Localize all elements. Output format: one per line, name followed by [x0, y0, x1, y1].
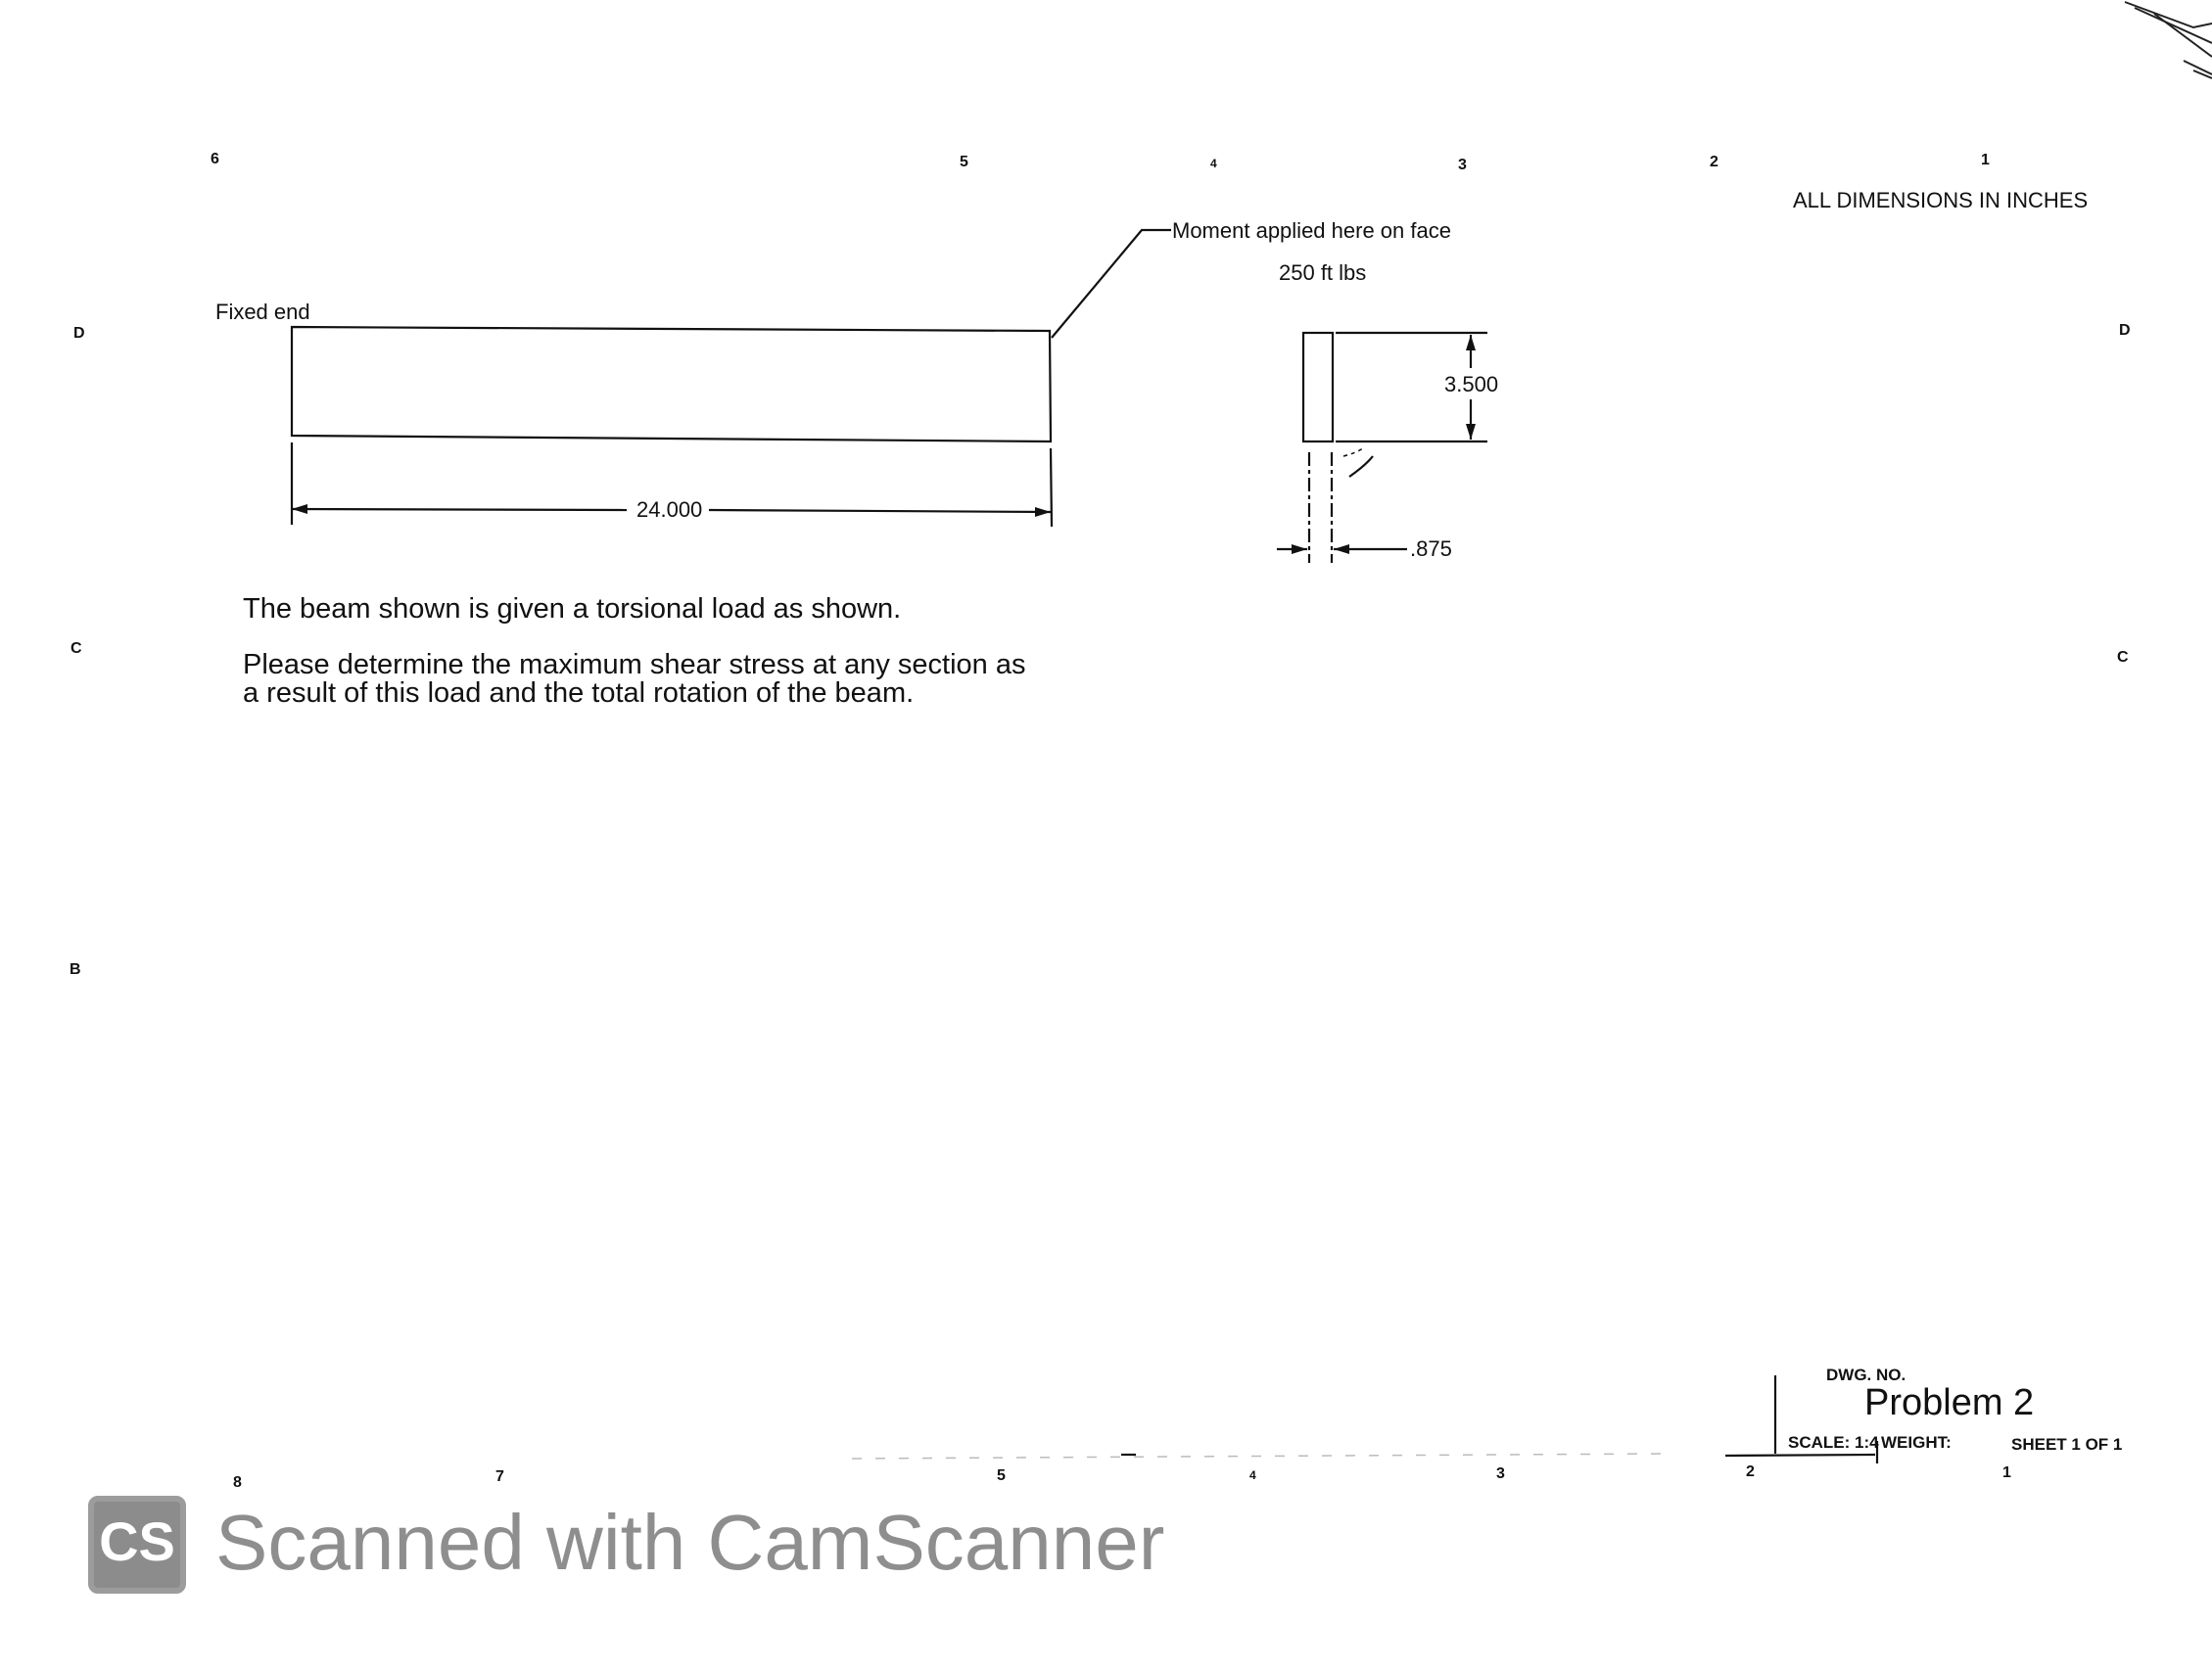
- zone-bottom-4: 4: [1249, 1468, 1256, 1482]
- zone-top-6: 6: [211, 151, 219, 167]
- corner-scribble: [2124, 1, 2212, 79]
- length-dim-line-right: [708, 508, 1052, 514]
- zone-right-d: D: [2119, 322, 2131, 339]
- zone-left-b: B: [70, 961, 81, 978]
- height-dimension: 3.500: [1444, 372, 1499, 396]
- weight-label: WEIGHT:: [1881, 1433, 1952, 1452]
- zone-top-1: 1: [1981, 152, 1990, 168]
- thickness-arrow-left: [1292, 544, 1307, 554]
- zone-right-c: C: [2117, 649, 2129, 666]
- rotation-arc-hint: [1342, 447, 1364, 457]
- zone-top-5: 5: [960, 154, 968, 170]
- zone-left-c: C: [71, 640, 82, 657]
- units-note: ALL DIMENSIONS IN INCHES: [1793, 188, 2089, 212]
- thickness-dimension: .875: [1410, 536, 1452, 561]
- zone-top-4: 4: [1210, 157, 1217, 170]
- title-block-bottom-line: [1724, 1453, 1876, 1458]
- note-line-2: Please determine the maximum shear stres…: [243, 649, 1026, 680]
- zone-bottom-8: 8: [233, 1474, 242, 1491]
- moment-label: Moment applied here on face: [1172, 218, 1451, 243]
- length-dimension: 24.000: [636, 497, 703, 522]
- zone-bottom-3: 3: [1496, 1465, 1505, 1482]
- note-line-1: The beam shown is given a torsional load…: [243, 593, 902, 625]
- length-arrow-right: [1035, 507, 1051, 517]
- moment-value: 250 ft lbs: [1279, 260, 1367, 285]
- note-line-3: a result of this load and the total rota…: [243, 677, 915, 709]
- length-arrow-left: [292, 504, 307, 514]
- length-extension-right: [1049, 447, 1054, 528]
- watermark-text: Scanned with CamScanner: [215, 1499, 1165, 1586]
- zone-left-d: D: [73, 325, 85, 342]
- beam-side-view: [290, 325, 1053, 443]
- length-dim-line-left: [291, 507, 628, 512]
- thickness-arrow-right: [1334, 544, 1349, 554]
- zone-bottom-7: 7: [495, 1468, 504, 1485]
- sheet-label: SHEET 1 OF 1: [2011, 1435, 2123, 1454]
- scan-border-trace: [851, 1453, 1666, 1460]
- dwg-no: Problem 2: [1864, 1382, 2035, 1423]
- scale-label: SCALE: 1:4: [1788, 1433, 1879, 1452]
- moment-leader: [1051, 228, 1171, 339]
- zone-top-2: 2: [1710, 154, 1718, 170]
- height-arrow-top: [1466, 335, 1476, 350]
- zone-bottom-2: 2: [1746, 1463, 1755, 1480]
- dwg-no-label: DWG. NO.: [1826, 1366, 1906, 1384]
- zone-top-3: 3: [1458, 157, 1467, 173]
- camscanner-logo-text: CS: [99, 1510, 175, 1572]
- zone-bottom-1: 1: [2002, 1464, 2011, 1481]
- cross-section: [1301, 331, 1335, 443]
- fixed-end-label: Fixed end: [215, 300, 310, 324]
- camscanner-logo: CS: [88, 1496, 186, 1594]
- rotation-arc: [1348, 455, 1374, 478]
- zone-bottom-5: 5: [997, 1467, 1006, 1484]
- height-arrow-bottom: [1466, 424, 1476, 440]
